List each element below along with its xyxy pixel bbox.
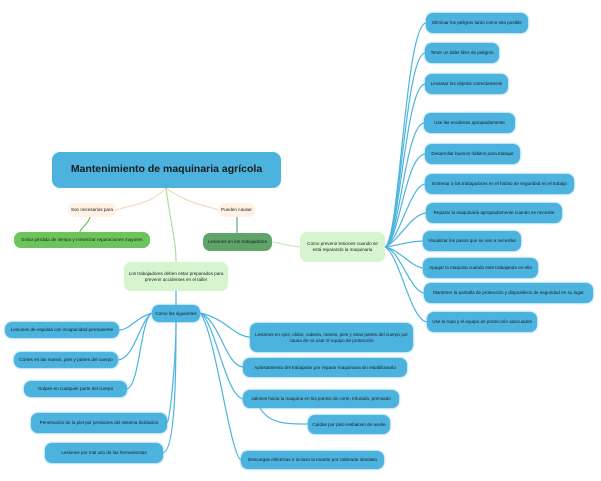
prevention-item[interactable]: Use la ropa y el equipo de protección ad…: [427, 312, 537, 332]
injury-item[interactable]: Lesiones por mal uso de las herramientas: [45, 443, 163, 463]
injury-item[interactable]: Cortes en las manos, pies y partes del c…: [14, 352, 118, 368]
prevention-item[interactable]: Reparar la maquinaria apropiadamente cua…: [426, 203, 562, 223]
node-como-prevenir[interactable]: Como prevenir lesiones cuando se está re…: [300, 232, 385, 262]
node-trabajadores-preparados[interactable]: Los trabajadores deben estar preparados …: [124, 262, 228, 291]
prevention-item[interactable]: Visualizar los pasos que se van a necesi…: [423, 231, 521, 251]
injury-item[interactable]: Jalones hacia la maquina en los puntos d…: [243, 390, 399, 408]
prevention-item[interactable]: Mantener la pantalla de protección y dis…: [424, 283, 593, 303]
prevention-item[interactable]: Entrenar a los trabajadores en el hábito…: [425, 174, 574, 194]
prevention-item[interactable]: Eliminar los peligros tanto como sea pos…: [426, 13, 528, 33]
node-evitar-perdida[interactable]: Evitar pérdida de tiempo y minimizar rep…: [14, 232, 150, 248]
prevention-item[interactable]: Apagar la maquina cuando este trabajando…: [423, 258, 538, 278]
injury-item[interactable]: Descargas eléctricas e incluso la muerte…: [241, 451, 384, 469]
central-topic[interactable]: Mantenimiento de maquinaria agrícola: [52, 152, 281, 188]
node-como-las-siguientes[interactable]: Como las siguientes: [152, 305, 200, 322]
prevention-item[interactable]: Levantar los objetos correctamente: [425, 74, 508, 94]
injury-item[interactable]: Penetración de la piel por presiones del…: [31, 413, 167, 433]
connector-son-necesarios[interactable]: Son necesarios para: [68, 203, 116, 217]
prevention-item[interactable]: Desarrollar buenos hábitos para trabajar: [425, 144, 520, 164]
injury-item[interactable]: Aplastamiento del trabajador por reparar…: [243, 358, 407, 377]
injury-item[interactable]: Lesiones en ojos, oídos, cabeza, manos, …: [250, 323, 413, 352]
node-lesiones-trabajadores[interactable]: Lesiones en los trabajadores: [203, 233, 272, 251]
injury-item[interactable]: Golpes en cualquier parte del cuerpo: [24, 381, 127, 397]
injury-item[interactable]: Caídas por piso resbaloso de aceite: [308, 415, 390, 434]
prevention-item[interactable]: Use las escaleras apropiadamente: [424, 113, 515, 133]
injury-item[interactable]: Lesiones de espalda con incapacidad perm…: [5, 322, 119, 338]
connector-pueden-causar[interactable]: Pueden causar: [218, 203, 255, 217]
prevention-item[interactable]: Tener un taller libre de peligros: [425, 43, 499, 63]
